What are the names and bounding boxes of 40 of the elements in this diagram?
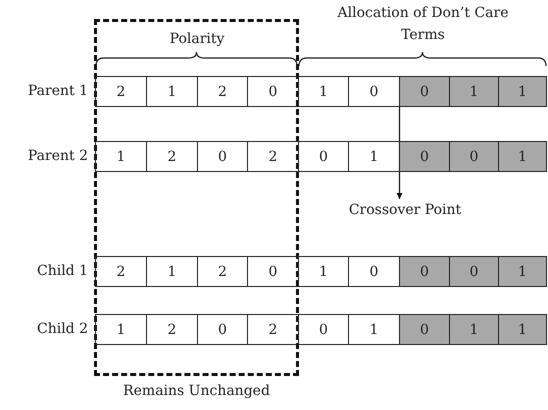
dont-care-cell: 0 bbox=[449, 141, 499, 172]
row-label: Parent 1 bbox=[28, 83, 88, 99]
gene-cell: 1 bbox=[146, 256, 198, 287]
dont-care-cell: 0 bbox=[399, 256, 450, 287]
gene-cell: 0 bbox=[247, 256, 299, 287]
gene-cell: 2 bbox=[146, 141, 198, 172]
gene-cell: 2 bbox=[247, 314, 299, 345]
gene-cell: 0 bbox=[298, 314, 349, 345]
dont-care-cell: 1 bbox=[449, 76, 499, 107]
gene-cell: 1 bbox=[298, 76, 349, 107]
gene-cell: 2 bbox=[95, 256, 147, 287]
gene-cell: 0 bbox=[197, 314, 248, 345]
dont-care-cell: 1 bbox=[498, 256, 547, 287]
dont-care-cell: 1 bbox=[498, 76, 547, 107]
gene-cell: 1 bbox=[95, 314, 147, 345]
gene-cell: 2 bbox=[197, 256, 248, 287]
gene-cell: 0 bbox=[298, 141, 349, 172]
gene-cell: 1 bbox=[298, 256, 349, 287]
gene-cell: 2 bbox=[95, 76, 147, 107]
region-caption: Remains Unchanged bbox=[123, 383, 270, 399]
gene-cell: 0 bbox=[197, 141, 248, 172]
row-label: Child 1 bbox=[36, 263, 88, 279]
gene-cell: 0 bbox=[247, 76, 299, 107]
row-label: Child 2 bbox=[36, 321, 88, 337]
dont-care-cell: 1 bbox=[498, 141, 547, 172]
dont-care-cell: 0 bbox=[399, 141, 450, 172]
dont-care-cell: 0 bbox=[399, 76, 450, 107]
gene-cell: 2 bbox=[146, 314, 198, 345]
crossover-label: Crossover Point bbox=[330, 202, 480, 218]
gene-cell: 2 bbox=[197, 76, 248, 107]
group-heading: Polarity bbox=[168, 30, 226, 49]
gene-cell: 1 bbox=[146, 76, 198, 107]
row-label: Parent 2 bbox=[28, 148, 88, 164]
dont-care-cell: 1 bbox=[498, 314, 547, 345]
dont-care-cell: 1 bbox=[449, 314, 499, 345]
gene-cell: 2 bbox=[247, 141, 299, 172]
gene-cell: 1 bbox=[95, 141, 147, 172]
dont-care-cell: 0 bbox=[399, 314, 450, 345]
dont-care-cell: 0 bbox=[449, 256, 499, 287]
group-heading: Allocation of Don’t Care Terms bbox=[336, 4, 510, 45]
